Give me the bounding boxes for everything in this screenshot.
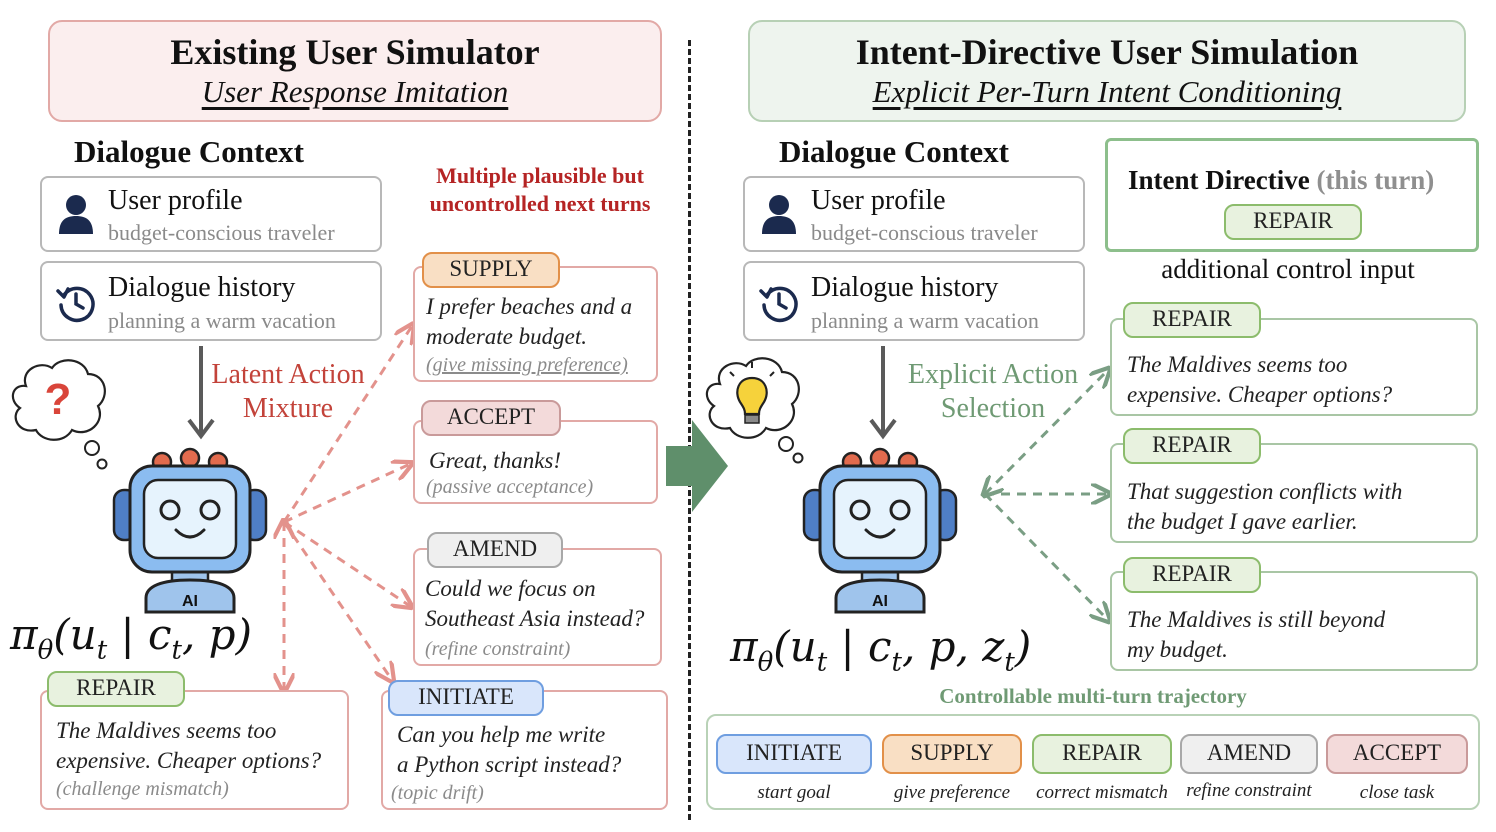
amend-tag: AMEND [427,532,563,568]
supply-line1: I prefer beaches and a [426,294,633,319]
legend-repair-tag: REPAIR [1032,734,1172,774]
right-subtitle: Explicit Per-Turn Intent Conditioning [872,74,1342,109]
repair-1-line1: The Maldives seems too [1127,352,1348,377]
down-arrow-right [869,346,897,440]
repair-card-2: That suggestion conflicts with the budge… [1110,443,1478,543]
profile-label: User profile [108,185,243,216]
robot-icon: AI [802,447,958,614]
repair-tag-1: REPAIR [1123,302,1261,338]
intent-repair-tag: REPAIR [1224,204,1362,240]
legend-initiate-caption: start goal [757,782,831,803]
center-divider [688,40,691,820]
legend-amend-tag: AMEND [1180,734,1318,774]
right-profile-box: User profile budget-conscious traveler [743,176,1085,252]
uncontrolled-note: Multiple plausible but uncontrolled next… [412,162,668,218]
left-profile-box: User profile budget-conscious traveler [40,176,382,252]
legend-accept-tag: ACCEPT [1326,734,1468,774]
profile-value: budget-conscious traveler [108,220,335,245]
repair-left-line2: expensive. Cheaper options? [56,748,322,773]
repair-2-line1: That suggestion conflicts with [1127,479,1403,504]
history-value: planning a warm vacation [108,308,336,333]
left-header-panel: Existing User Simulator User Response Im… [48,20,662,122]
repair-3-line2: my budget. [1127,637,1228,662]
user-icon [762,195,796,234]
robot-icon: AI [112,447,268,614]
right-title: Intent-Directive User Simulation [855,32,1359,72]
control-caption: additional control input [1161,254,1415,284]
right-history-box: Dialogue history planning a warm vacatio… [743,261,1085,341]
supply-line2: moderate budget. [426,324,587,349]
repair-card-left: The Maldives seems too expensive. Cheape… [40,690,349,810]
initiate-line2: a Python script instead? [397,752,622,777]
left-title: Existing User Simulator [170,32,540,72]
accept-tag: ACCEPT [421,400,561,436]
legend-supply-caption: give preference [893,782,1011,803]
left-action-arrows [0,0,690,832]
profile-label: User profile [811,185,946,216]
question-bubble-icon: ? [11,359,108,470]
intent-suffix: (this turn) [1316,165,1435,195]
uncontrolled-note-line1: Multiple plausible but [436,163,644,188]
history-label: Dialogue history [811,272,999,303]
repair-left-line1: The Maldives seems too [56,718,277,743]
profile-value: budget-conscious traveler [811,220,1038,245]
svg-text:AI: AI [872,593,888,610]
legend-initiate-tag: INITIATE [716,734,872,774]
intent-title: Intent Directive (this turn) [1128,165,1434,196]
lightbulb-bubble-icon [705,357,804,464]
accept-line1: Great, thanks! [429,448,562,473]
legend-accept-caption: close task [1359,782,1435,803]
legend-supply-tag: SUPPLY [882,734,1022,774]
transition-arrow-icon [666,420,728,512]
repair-3-line1: The Maldives is still beyond [1127,607,1386,632]
amend-line1: Could we focus on [425,576,596,601]
latent-mixture-line1: Latent Action [211,359,365,390]
latent-mixture-line2: Mixture [242,393,334,424]
supply-note: (give missing preference) [426,354,628,376]
down-arrow-left [187,346,215,440]
legend-amend-caption: refine constraint [1186,780,1312,801]
intent-title-text: Intent Directive [1128,165,1310,195]
intent-directive-box: Intent Directive (this turn) REPAIR [1105,138,1479,252]
repair-tag-left: REPAIR [47,671,185,707]
repair-left-note: (challenge mismatch) [56,778,229,800]
legend-repair-caption: correct mismatch [1036,782,1168,803]
amend-note: (refine constraint) [425,638,571,660]
trajectory-title: Controllable multi-turn trajectory [939,684,1247,708]
left-subtitle: User Response Imitation [201,74,509,109]
history-icon [759,286,798,323]
initiate-card: Can you help me write a Python script in… [381,690,668,810]
svg-text:AI: AI [182,593,198,610]
user-icon [59,195,93,234]
amend-line2: Southeast Asia instead? [425,606,645,631]
repair-tag-3: REPAIR [1123,557,1261,593]
repair-2-line2: the budget I gave earlier. [1127,509,1358,534]
svg-text:?: ? [45,375,72,424]
right-policy-formula: πθ(ut | ct, p, zt) [730,622,1032,678]
trajectory-legend: INITIATE start goal SUPPLY give preferen… [706,714,1480,810]
left-context-title: Dialogue Context [74,134,304,169]
initiate-line1: Can you help me write [397,722,606,747]
supply-tag: SUPPLY [422,252,560,288]
repair-tag-2: REPAIR [1123,428,1261,464]
left-history-box: Dialogue history planning a warm vacatio… [40,261,382,341]
accept-note: (passive acceptance) [426,476,594,498]
history-value: planning a warm vacation [811,308,1039,333]
repair-1-line2: expensive. Cheaper options? [1127,382,1393,407]
history-icon [56,286,95,323]
initiate-tag: INITIATE [388,680,544,716]
right-header-panel: Intent-Directive User Simulation Explici… [748,20,1466,122]
history-label: Dialogue history [108,272,296,303]
repair-card-1: The Maldives seems too expensive. Cheape… [1110,318,1478,416]
uncontrolled-note-line2: uncontrolled next turns [429,191,651,216]
left-policy-formula: πθ(ut | ct, p) [10,610,252,666]
latent-mixture-label: Latent Action Mixture [200,358,376,426]
initiate-note: (topic drift) [391,782,484,804]
right-context-title: Dialogue Context [779,134,1009,169]
